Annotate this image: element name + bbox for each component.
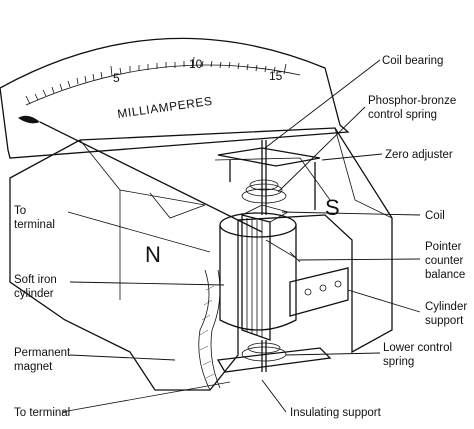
leader-lines <box>69 59 421 413</box>
cylinder-support <box>289 267 349 317</box>
permanent-magnet <box>9 127 393 391</box>
label-zero-adjuster: Zero adjuster <box>385 149 453 161</box>
label-soft-iron-cylinder: Soft iron <box>14 274 57 286</box>
scale-number: 5 <box>113 71 120 85</box>
label-coil: Coil <box>425 210 445 222</box>
scale-title: MILLIAMPERES <box>116 94 213 121</box>
scale-ticks <box>25 56 287 105</box>
label-to-terminal-top: To <box>14 205 26 217</box>
label-phosphor-bronze: control spring <box>368 109 437 121</box>
lower-control-spring <box>241 342 287 362</box>
south-pole-label: S <box>325 195 340 220</box>
label-pointer-counter-balance: Pointer <box>425 241 462 253</box>
label-coil-bearing: Coil bearing <box>382 55 443 67</box>
label-to-terminal-bottom: To terminal <box>14 407 70 419</box>
soft-iron-cylinder <box>219 212 297 331</box>
scale-number: 10 <box>189 57 203 71</box>
scale-number: 15 <box>269 69 283 83</box>
scale-arc <box>25 64 301 106</box>
upper-control-spring <box>241 179 287 204</box>
label-to-terminal-top: terminal <box>14 219 55 231</box>
upper-bridge <box>217 147 321 210</box>
label-cylinder-support: support <box>425 315 464 327</box>
moving-coil <box>241 204 290 341</box>
label-permanent-magnet: magnet <box>14 361 53 373</box>
label-phosphor-bronze: Phosphor-bronze <box>368 95 456 107</box>
label-insulating-support: Insulating support <box>290 407 382 419</box>
terminal-wires <box>61 211 231 413</box>
label-lower-control-spring: spring <box>383 356 414 368</box>
north-pole-label: N <box>145 242 161 267</box>
label-pointer-counter-balance: counter <box>425 255 464 267</box>
lower-bridge <box>216 347 332 373</box>
scale-plate: 5 10 15 MILLIAMPERES <box>0 37 350 159</box>
label-pointer-counter-balance: balance <box>425 269 465 281</box>
cut-section-shading <box>199 285 215 379</box>
label-permanent-magnet: Permanent <box>14 347 71 359</box>
pointer <box>18 115 263 233</box>
label-cylinder-support: Cylinder <box>425 301 467 313</box>
label-lower-control-spring: Lower control <box>383 342 452 354</box>
pointer-counter-balance <box>265 239 301 263</box>
label-soft-iron-cylinder: cylinder <box>14 288 54 300</box>
